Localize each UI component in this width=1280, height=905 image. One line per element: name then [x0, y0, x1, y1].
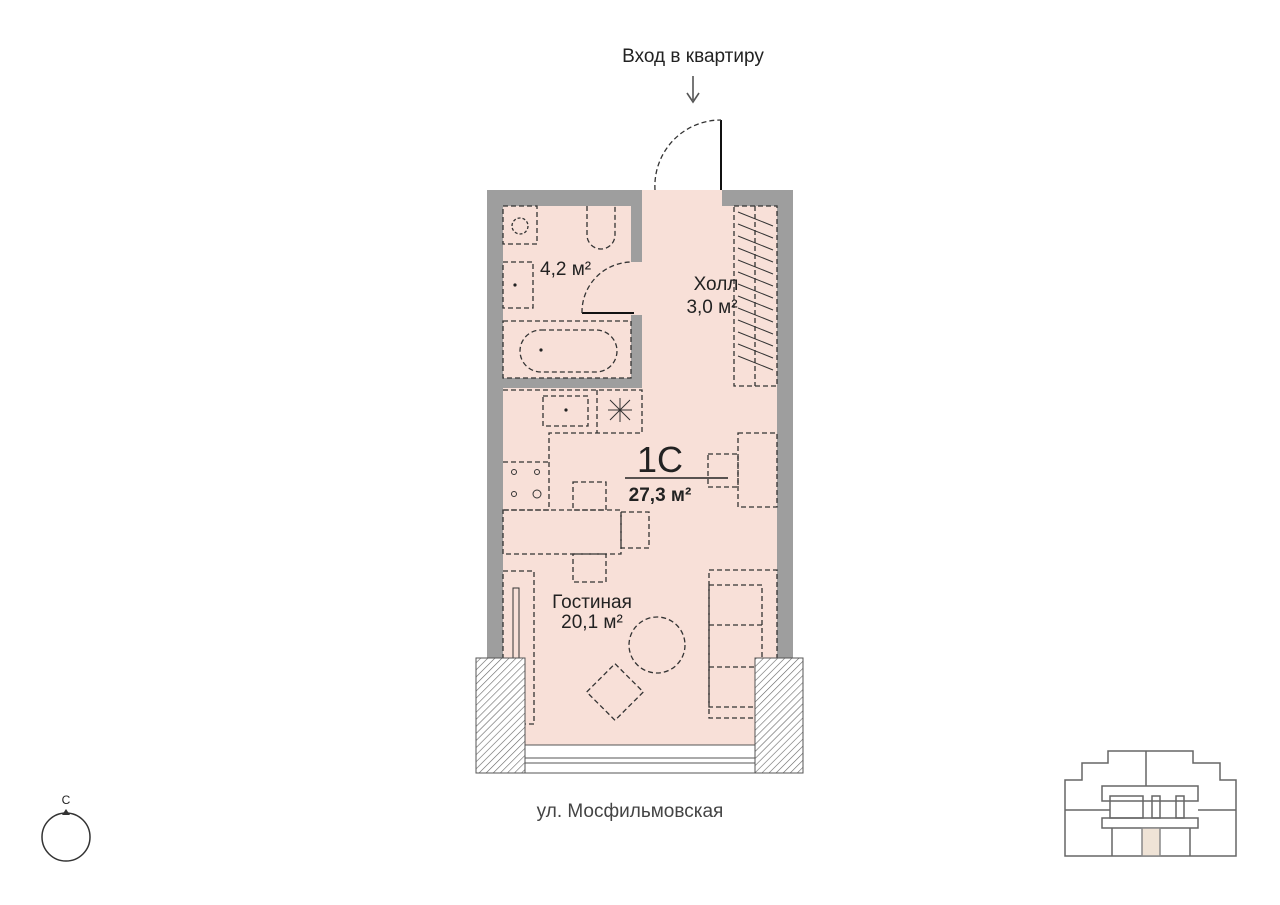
entrance-arrow-icon	[686, 76, 700, 104]
bathroom-wall	[631, 206, 642, 262]
bathroom-door	[581, 261, 634, 314]
hall-area: 3,0 м²	[686, 297, 737, 318]
svg-text:С: С	[62, 793, 71, 807]
kitchen	[502, 389, 778, 583]
window	[524, 744, 756, 774]
living-furniture	[502, 569, 778, 725]
wardrobe	[733, 205, 778, 387]
pillar-right	[754, 657, 804, 774]
building-key-plan	[1064, 750, 1237, 857]
pillar-left	[475, 657, 526, 774]
compass-icon: С	[41, 793, 91, 862]
entrance-label: Вход в квартиру	[622, 46, 764, 67]
entrance-door	[654, 119, 722, 191]
living-room-name: Гостиная	[552, 592, 632, 613]
street-label: ул. Мосфильмовская	[537, 801, 724, 822]
bathroom-area: 4,2 м²	[540, 259, 591, 280]
bathroom-fixtures	[502, 205, 632, 379]
hall-name: Холл	[694, 274, 739, 295]
apartment-type: 1С	[637, 439, 683, 480]
total-area: 27,3 м²	[629, 485, 692, 506]
living-room-area: 20,1 м²	[561, 612, 623, 633]
